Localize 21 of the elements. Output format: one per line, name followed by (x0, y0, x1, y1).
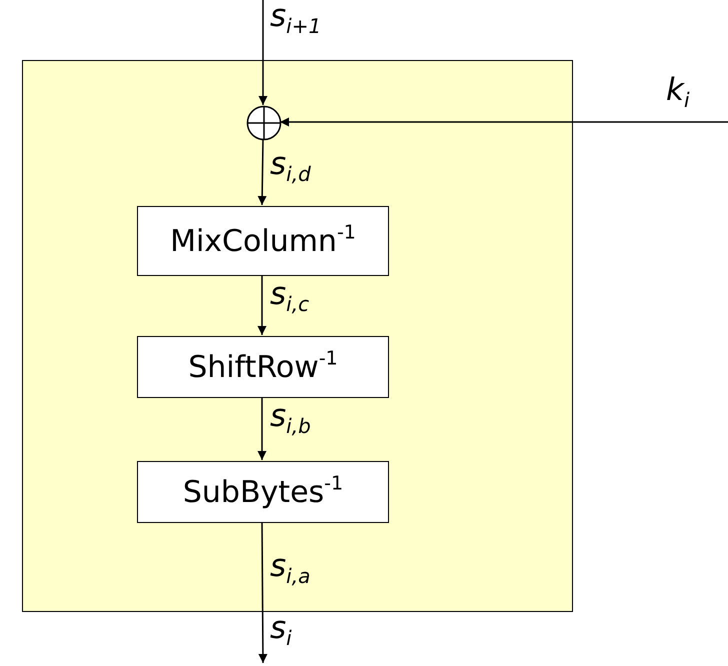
arrow (258, 138, 267, 206)
edge-label: s$_{i,b}$ (270, 398, 311, 436)
process-box (137, 206, 389, 276)
edge-label: s$_{i+1}$ (270, 0, 322, 36)
step-name: ShiftRow$^{-1}$ (188, 350, 338, 384)
arrow (258, 275, 266, 335)
process-box (137, 336, 389, 398)
arrow (280, 118, 728, 126)
output-label: s$_{i}$ (270, 610, 292, 648)
step-name: SubBytes$^{-1}$ (182, 474, 344, 510)
arrow (258, 0, 268, 105)
process-box (137, 461, 389, 523)
arrow (258, 522, 268, 663)
edge-label: s$_{i,d}$ (270, 146, 311, 184)
edge-label: k$_{i}$ (666, 72, 690, 110)
arrow (258, 397, 266, 460)
step-name: MixColumn$^{-1}$ (170, 224, 356, 258)
edge-label: s$_{i,a}$ (270, 548, 310, 586)
round-frame (22, 60, 573, 612)
xor-circle (247, 106, 281, 140)
edge-label: s$_{i,c}$ (270, 276, 310, 314)
